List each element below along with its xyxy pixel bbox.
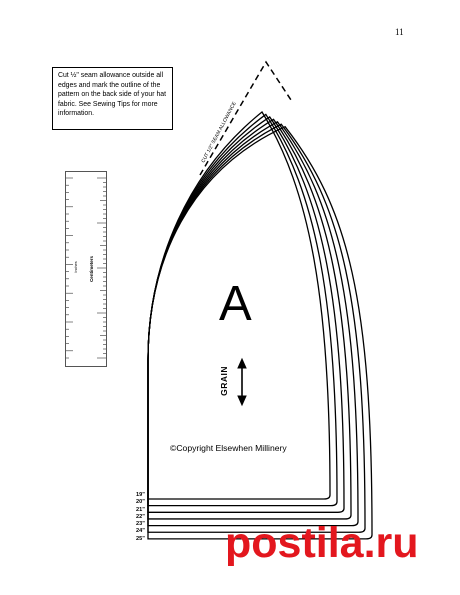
size-line <box>147 123 366 533</box>
size-line <box>147 125 373 540</box>
size-labels: 19" 20" 21" 22" 23" 24" 25" <box>136 492 145 543</box>
grain-label: GRAIN <box>219 366 229 396</box>
watermark-logo: postila.ru <box>225 519 419 567</box>
copyright-text: ©Copyright Elsewhen Millinery <box>170 443 287 453</box>
size-label: 23" <box>136 521 145 528</box>
size-label: 22" <box>136 513 145 520</box>
size-label: 20" <box>136 499 145 506</box>
ruler-unit-label: Centimeters <box>89 256 94 283</box>
instruction-box: Cut ½" seam allowance outside all edges … <box>52 67 173 130</box>
size-lines <box>147 111 373 540</box>
seam-allowance-dashed-line <box>199 60 292 176</box>
size-label: 19" <box>136 492 145 498</box>
ruler-sub-label: Inches <box>74 261 78 272</box>
grain-arrow-icon <box>237 357 247 407</box>
page-number: 11 <box>395 27 404 37</box>
size-label: 25" <box>136 535 145 542</box>
size-line <box>147 120 359 527</box>
ruler: Centimeters Inches <box>65 171 107 367</box>
size-label: 21" <box>136 506 145 513</box>
size-label: 24" <box>136 528 145 535</box>
ruler-graphic: Centimeters Inches <box>66 177 106 359</box>
piece-letter: A <box>219 277 252 331</box>
